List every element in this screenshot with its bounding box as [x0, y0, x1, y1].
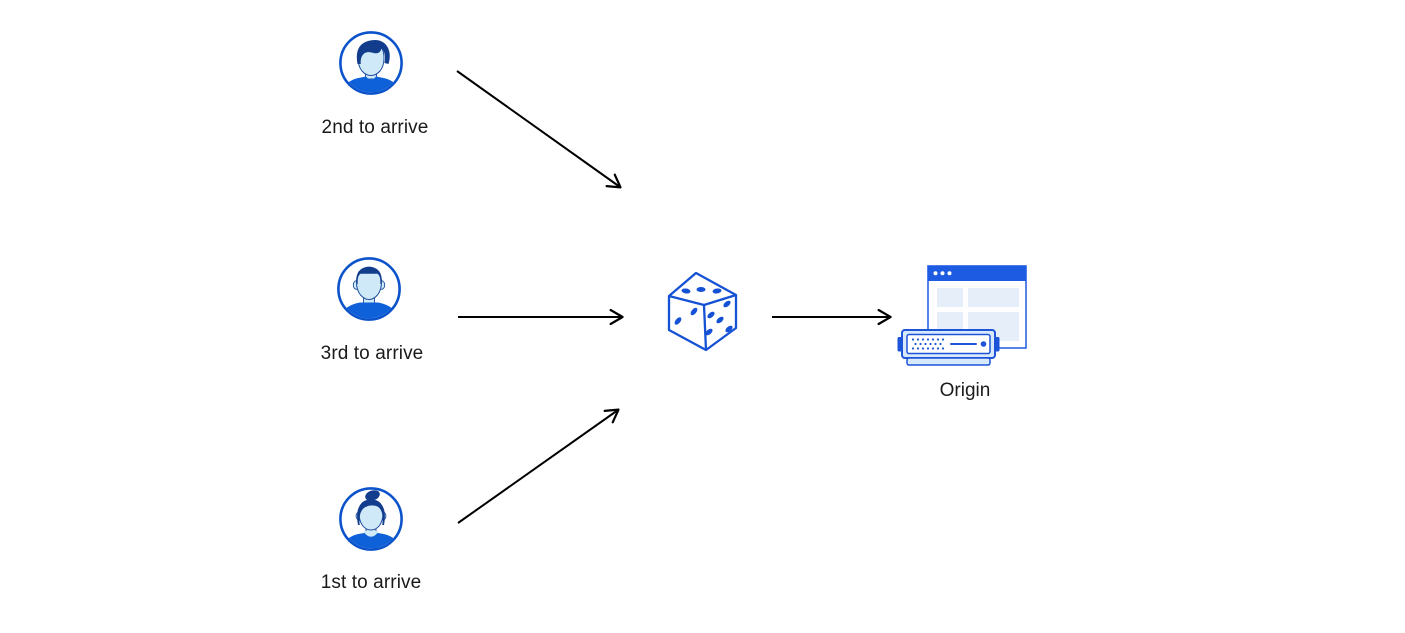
avatar-woman-bun-icon: [339, 487, 403, 551]
arrow-client-1st-to-dice: [457, 408, 620, 524]
origin-server-browser-icon: [897, 265, 1027, 366]
client-label-1st: 1st to arrive: [320, 572, 422, 593]
origin-label: Origin: [939, 380, 991, 401]
arrow-client-2nd-to-dice: [456, 70, 622, 189]
dice-icon: [667, 271, 738, 352]
server-icon: [897, 329, 1000, 366]
client-label-2nd: 2nd to arrive: [321, 117, 429, 138]
client-label-3rd: 3rd to arrive: [320, 343, 424, 364]
avatar-man-swept-hair-icon: [339, 31, 403, 95]
avatar-man-short-hair-icon: [337, 257, 401, 321]
